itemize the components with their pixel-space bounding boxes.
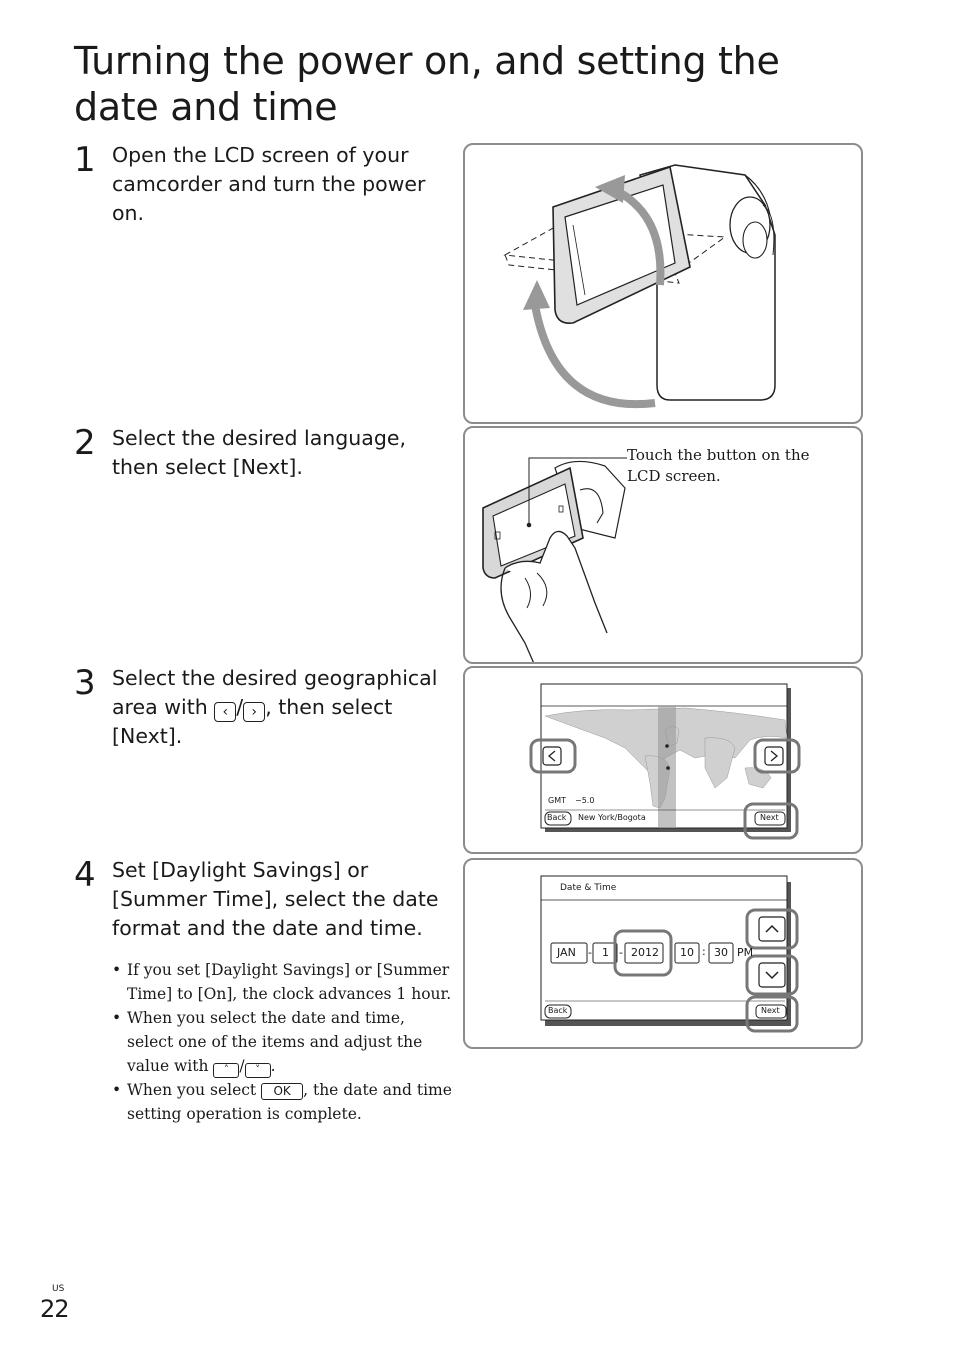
bullet: • [112,1081,122,1099]
date-time-title: Date & Time [560,883,617,893]
next-button-highlight [745,995,799,1033]
page-title: Turning the power on, and setting the da… [74,39,780,129]
step-2-text: Select the desired language, then select… [112,426,406,479]
up-button-icon: ˄ [213,1063,240,1078]
month-field[interactable]: JAN [557,946,576,959]
left-button-highlight [529,738,577,774]
minute-field[interactable]: 30 [714,946,728,959]
camcorder-open-illustration [463,143,863,424]
next-button[interactable]: Next [761,1006,780,1015]
note-text: When you select the date and time, selec… [127,1009,423,1075]
ok-button-icon: OK [261,1083,304,1100]
step-3-text: Select the desired geographical area wit… [112,664,457,751]
step-3-text-after: , then select [Next]. [112,695,393,748]
right-arrow-button-icon: › [243,702,266,722]
dash: - [588,946,592,959]
right-button-highlight [753,738,801,774]
step-1-number: 1 [74,140,96,180]
next-button-highlight [743,802,799,840]
gmt-label: GMT [548,796,566,805]
slash: / [239,1057,245,1075]
year-field[interactable]: 2012 [631,946,659,959]
gmt-value: −5.0 [575,796,595,805]
page-language-code: US [52,1284,65,1294]
date-time-illustration: Date & Time JAN - 1 - 2012 10 : 30 PM Ba… [463,858,863,1049]
step-4-number: 4 [74,855,96,895]
colon: : [702,945,706,958]
note-text-end: , the date and time setting operation is… [127,1081,452,1123]
down-button-icon: ˅ [244,1063,271,1078]
next-button[interactable]: Next [760,813,779,822]
ampm-field[interactable]: PM [737,946,754,959]
camcorder-drawing [503,164,776,409]
note-item: • If you set [Daylight Savings] or [Summe… [112,958,452,1006]
touch-drawing [482,457,627,662]
page-number: 22 [40,1295,70,1323]
back-button[interactable]: Back [547,813,567,822]
note-item: • When you select OK, the date and time s… [112,1078,452,1126]
step-2-number: 2 [74,423,96,463]
day-field[interactable]: 1 [602,946,609,959]
year-highlight [613,929,673,977]
step-3-number: 3 [74,663,96,703]
area-screen-drawing [529,683,801,840]
location-name: New York/Bogota [578,813,646,822]
touch-callout: Touch the button on the LCD screen. [627,446,810,485]
note-text-end: . [270,1057,276,1075]
back-button[interactable]: Back [548,1006,568,1015]
note-item: • When you select the date and time, sele… [112,1006,452,1078]
left-arrow-button-icon: ‹ [214,702,237,722]
up-button-highlight [745,908,799,950]
note-text: If you set [Daylight Savings] or [Summer… [127,961,452,1003]
dash: - [619,946,623,959]
bullet: • [112,1009,122,1027]
date-screen-drawing [540,875,799,1033]
slash: / [236,695,244,719]
step-4-text: Set [Daylight Savings] or [Summer Time],… [112,858,439,940]
hour-field[interactable]: 10 [680,946,694,959]
note-text: When you select [127,1081,257,1099]
notes-list: • If you set [Daylight Savings] or [Summe… [112,958,452,1126]
step-1-text: Open the LCD screen of your camcorder an… [112,143,426,225]
step-3-text-before: Select the desired geographical area wit… [112,666,438,719]
touch-lcd-illustration [463,426,863,664]
bullet: • [112,961,122,979]
down-button-highlight [745,954,799,996]
area-setting-illustration: GMT −5.0 Back New York/Bogota Next [463,666,863,854]
